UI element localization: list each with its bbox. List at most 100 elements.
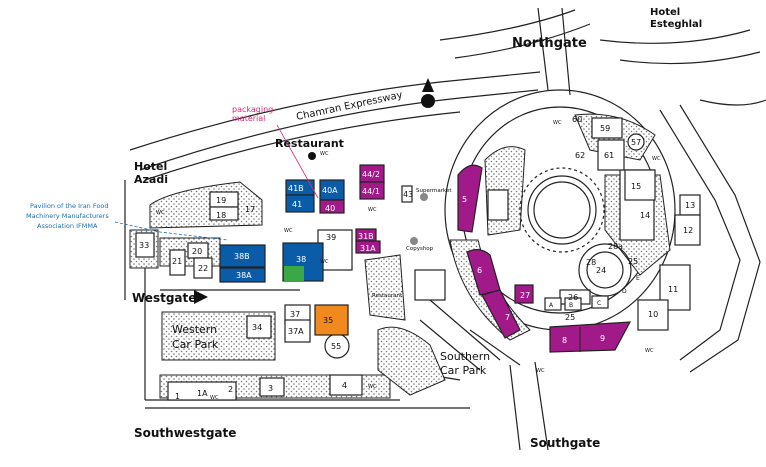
hall-40-magenta bbox=[319, 199, 345, 214]
wc-label-10: WC bbox=[368, 384, 377, 390]
southgate-label: Southgate bbox=[530, 436, 600, 450]
southern-car-park-1: Southern bbox=[440, 350, 490, 363]
copyshop-icon bbox=[410, 237, 418, 245]
hall-label-44-1: 44/1 bbox=[362, 187, 380, 196]
hall-label-19: 19 bbox=[216, 196, 226, 205]
hall-label-28a: 28a bbox=[608, 242, 623, 251]
hall-label-40a: 40A bbox=[322, 186, 338, 195]
hall-22-shape bbox=[193, 257, 213, 279]
hall-label-34: 34 bbox=[252, 323, 262, 332]
wc-label-1: WC bbox=[320, 151, 329, 157]
hall-34-shape bbox=[246, 315, 272, 339]
hall-label-1a: 1A bbox=[197, 389, 208, 398]
southern-car-park-2: Car Park bbox=[440, 364, 487, 377]
hall-label-55: 55 bbox=[331, 342, 341, 351]
hall-5-magenta bbox=[457, 164, 483, 233]
hall-label-7: 7 bbox=[505, 313, 510, 322]
hall-15-shape bbox=[624, 169, 656, 201]
hall-6-magenta bbox=[466, 249, 501, 296]
wc-label-11: WC bbox=[210, 395, 219, 401]
hall-label-61: 61 bbox=[604, 151, 614, 160]
small-bldg-shape bbox=[487, 189, 509, 221]
hall-b-shape bbox=[564, 297, 582, 311]
hall-label-31a: 31A bbox=[360, 244, 376, 253]
wc-label-4: WC bbox=[368, 207, 377, 213]
wc-label-8: WC bbox=[645, 348, 654, 354]
hall-label-e: E bbox=[636, 275, 640, 282]
hall-label-9: 9 bbox=[600, 334, 605, 343]
hall-38a-blue bbox=[219, 267, 266, 283]
hall-38b-blue bbox=[219, 244, 266, 268]
hall-a-shape bbox=[544, 297, 562, 311]
western-car-park-2: Car Park bbox=[172, 338, 219, 351]
hall-label-21: 21 bbox=[172, 257, 182, 266]
western-car-park-1: Western bbox=[172, 323, 217, 336]
hall-label-27: 27 bbox=[520, 291, 530, 300]
hotel-azadi-1: Hotel bbox=[134, 160, 167, 173]
hall-label-37: 37 bbox=[290, 310, 300, 319]
hall-label-25b: 25 bbox=[565, 313, 575, 322]
hotel-azadi-2: Azadi bbox=[134, 173, 168, 186]
hall-label-6: 6 bbox=[477, 266, 482, 275]
hotel-esteghlal-2: Esteghlal bbox=[650, 19, 702, 30]
pavilion-label-3: Association IFMMA bbox=[37, 222, 98, 230]
hall-4-shape bbox=[329, 374, 363, 396]
hall-label-60: 60 bbox=[572, 115, 582, 124]
hall-label-38a: 38A bbox=[236, 271, 252, 280]
copyshop-label: Copyshop bbox=[406, 246, 434, 252]
hall-label-22: 22 bbox=[198, 264, 208, 273]
hall-label-17: 17 bbox=[245, 205, 255, 214]
hall-label-44-2: 44/2 bbox=[362, 170, 380, 179]
hall-label-11: 11 bbox=[668, 285, 678, 294]
hall-label-41: 41 bbox=[292, 200, 302, 209]
hall-label-35: 35 bbox=[323, 316, 333, 325]
hall-label-2: 2 bbox=[228, 385, 233, 394]
wc-label-5: WC bbox=[320, 259, 329, 265]
hall-label-12: 12 bbox=[683, 226, 693, 235]
hall-label-3: 3 bbox=[268, 384, 273, 393]
hall-3-shape bbox=[259, 377, 285, 397]
hall-label-18: 18 bbox=[216, 211, 226, 220]
hall-label-33: 33 bbox=[139, 241, 149, 250]
building-outlines bbox=[135, 117, 701, 401]
hall-label-8: 8 bbox=[562, 336, 567, 345]
hall-label-b: B bbox=[569, 302, 573, 309]
hall-label-a: A bbox=[549, 302, 554, 309]
central-hall bbox=[519, 167, 632, 297]
hall-7-magenta bbox=[481, 289, 521, 339]
restaurant-dot-icon bbox=[308, 152, 316, 160]
hall-43-shape bbox=[401, 185, 413, 203]
hall-label-57: 57 bbox=[631, 138, 641, 147]
pavilion-pointer bbox=[114, 221, 229, 241]
hall-33-shape bbox=[135, 232, 155, 258]
hall-21-shape bbox=[169, 249, 186, 276]
hall-label-41b: 41B bbox=[288, 184, 304, 193]
hall-label-14: 14 bbox=[640, 211, 650, 220]
hall-label-25a: 25 bbox=[628, 257, 638, 266]
hall-27-magenta bbox=[514, 284, 534, 304]
hall-8-9-magenta bbox=[549, 321, 632, 353]
hall-label-4: 4 bbox=[342, 381, 347, 390]
hall-label-38b: 38B bbox=[234, 252, 250, 261]
hall-label-28: 28 bbox=[586, 258, 596, 267]
hall-label-d: D bbox=[622, 288, 627, 295]
hall-label-13: 13 bbox=[685, 201, 695, 210]
wc-label-6: WC bbox=[553, 120, 562, 126]
pavilion-label-1: Pavilion of the Iran Food bbox=[30, 202, 108, 210]
hall-59-shape bbox=[591, 117, 623, 139]
hall-label-43: 43 bbox=[403, 190, 413, 199]
hall-1-2-shape bbox=[167, 381, 237, 401]
hall-label-10: 10 bbox=[648, 310, 658, 319]
hall-44-1-magenta bbox=[359, 181, 385, 200]
hall-label-5: 5 bbox=[462, 195, 467, 204]
hotel-esteghlal-1: Hotel bbox=[650, 7, 680, 18]
hall-37a-shape bbox=[284, 319, 311, 343]
hall-label-1: 1 bbox=[175, 392, 180, 401]
wc-label-9: WC bbox=[536, 368, 545, 374]
hall-label-c: C bbox=[597, 300, 601, 307]
wc-label-7: WC bbox=[652, 156, 661, 162]
westgate-arrow-icon bbox=[194, 290, 208, 304]
packaging-pointer bbox=[276, 124, 319, 199]
hall-label-62: 62 bbox=[575, 151, 585, 160]
